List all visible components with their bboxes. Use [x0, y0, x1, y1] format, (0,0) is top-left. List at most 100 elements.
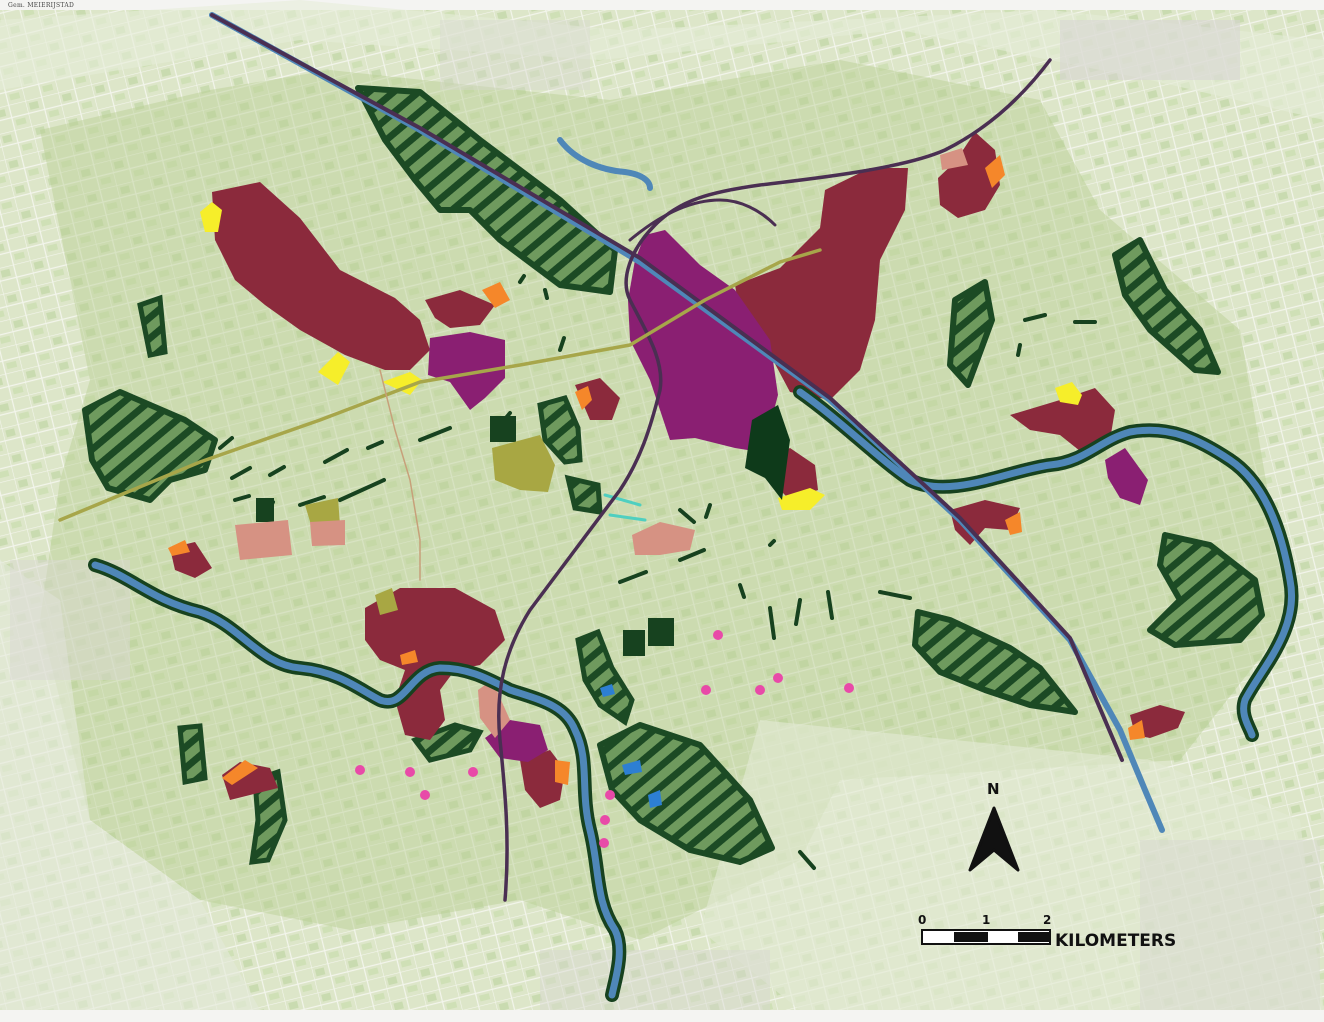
river-dommel — [91, 561, 623, 999]
pink-point — [405, 767, 415, 777]
municipality-label: Gem. MEIERIJSTAD — [8, 2, 75, 9]
forest-block-3 — [490, 416, 516, 442]
nature-area-west — [82, 389, 218, 503]
town-southeast — [1140, 840, 1320, 1010]
scale-tick-0: 0 — [918, 913, 926, 927]
nature-area-southwest-1 — [177, 723, 208, 785]
scale-bar-segment-1 — [954, 932, 988, 942]
pink-point — [755, 685, 765, 695]
town-northeast — [1060, 20, 1240, 80]
north-arrow-icon — [968, 806, 1020, 872]
yellow-area-5 — [778, 488, 825, 510]
pink-point — [844, 683, 854, 693]
orange-area-7 — [555, 760, 570, 785]
orange-area-1 — [482, 282, 510, 308]
road-connector — [628, 198, 777, 242]
urban-zone-north-small — [425, 290, 495, 328]
town-north — [440, 20, 590, 90]
olive-area-3 — [375, 588, 398, 615]
orange-area-9 — [400, 650, 418, 665]
town-south — [540, 950, 770, 1010]
orange-area-6 — [222, 760, 258, 785]
salmon-area-4 — [940, 148, 968, 170]
nature-area-north — [355, 85, 618, 295]
pond-1 — [600, 684, 615, 697]
scale-tick-1: 1 — [982, 913, 990, 927]
olive-area-1 — [492, 435, 555, 492]
nature-area-south-small — [575, 628, 635, 726]
pink-point — [713, 630, 723, 640]
scale-bar-segment-2 — [1018, 932, 1050, 942]
pink-point — [468, 767, 478, 777]
forest-dark-wedge — [745, 405, 790, 500]
pink-point — [599, 838, 609, 848]
outer-area-southwest — [0, 560, 260, 1010]
yellow-area-3 — [382, 372, 422, 395]
special-areas — [168, 148, 1145, 785]
scale-bar: 0 1 2 KILOMETERS — [918, 913, 1176, 951]
river-aa — [796, 388, 1296, 739]
town-west — [10, 560, 130, 680]
road-n279 — [497, 58, 1052, 902]
urban-zone-center-east — [735, 168, 908, 400]
nature-area-center — [537, 395, 583, 465]
salmon-area-5 — [478, 680, 510, 738]
orange-area-2 — [985, 155, 1005, 188]
urban-zone-southeast — [1130, 705, 1185, 738]
urban-zone-east-small — [950, 500, 1020, 545]
forest-block-4 — [256, 498, 274, 522]
orange-area-8 — [1128, 720, 1145, 740]
stream-north — [557, 137, 653, 191]
pink-point — [773, 673, 783, 683]
pink-point — [605, 790, 615, 800]
nature-area-center-small — [564, 474, 603, 515]
nature-area-east-2 — [1147, 532, 1265, 648]
nature-area-south — [597, 722, 775, 865]
forest-block-2 — [648, 618, 674, 646]
yellow-area-2 — [318, 352, 350, 385]
olive-area-2 — [305, 498, 340, 528]
salmon-area-1 — [235, 520, 292, 560]
industrial-zone-center — [628, 230, 778, 452]
pond-3 — [648, 790, 662, 808]
orange-area-5 — [1005, 512, 1022, 535]
pink-points — [355, 630, 854, 848]
forest-patches — [218, 274, 1097, 870]
orange-area-3 — [575, 386, 592, 410]
urban-zone-northeast — [938, 132, 1000, 218]
industrial-zones — [428, 230, 1148, 762]
crossing-marker — [603, 493, 647, 522]
industrial-zone-east — [1105, 448, 1148, 505]
yellow-area-4 — [1055, 382, 1082, 405]
pink-point — [701, 685, 711, 695]
nature-area-northeast — [1112, 237, 1221, 375]
road-network — [58, 13, 1124, 902]
nature-area-east-3 — [947, 279, 995, 388]
orange-area-4 — [168, 540, 190, 556]
north-arrow: N — [968, 780, 1020, 872]
pink-point — [355, 765, 365, 775]
nature-areas — [82, 85, 1265, 865]
nature-area-west-small — [137, 294, 168, 358]
nature-area-southwest-2 — [249, 768, 288, 865]
urban-zone-east — [1010, 388, 1115, 455]
pond-2 — [622, 760, 642, 775]
yellow-area-1 — [200, 202, 222, 232]
pink-point — [420, 790, 430, 800]
salmon-area-3 — [632, 522, 695, 555]
highway-a2 — [210, 13, 1124, 762]
scale-unit-label: KILOMETERS — [1055, 931, 1176, 951]
urban-zone-south-small — [520, 750, 565, 808]
salmon-area-2 — [310, 520, 345, 546]
water-network — [88, 12, 1299, 1002]
outer-area-north — [0, 0, 1324, 120]
local-road-1 — [379, 369, 421, 581]
scale-tick-2: 2 — [1043, 913, 1051, 927]
industrial-zone-northwest — [428, 332, 505, 410]
nature-area-riverside — [410, 722, 484, 763]
north-arrow-label: N — [987, 780, 1000, 798]
urban-zone-northwest — [212, 182, 430, 370]
nature-area-east-1 — [912, 609, 1078, 715]
